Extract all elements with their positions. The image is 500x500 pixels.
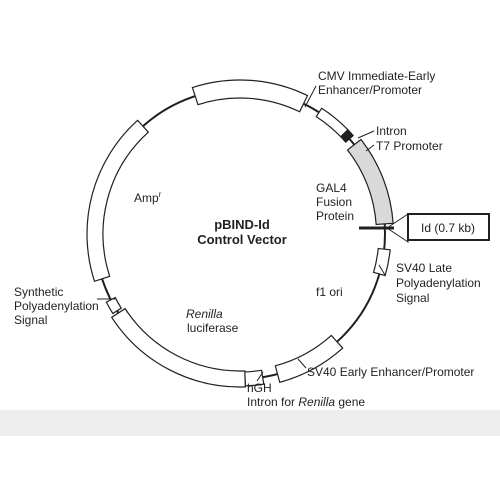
sv40late-leader [378, 264, 386, 276]
sv40late-label-line3: Signal [396, 291, 429, 305]
t7-label: T7 Promoter [376, 139, 443, 153]
t7-promoter-block [339, 128, 355, 143]
hgh-intron-label: Intron for Renilla gene [247, 395, 365, 409]
renilla-label-line2: luciferase [187, 321, 239, 335]
cmv-leader [304, 85, 317, 108]
plasmid-features [86, 79, 394, 388]
sv40late-label-line2: Polyadenylation [396, 276, 481, 290]
sv40-late-polya-block [372, 247, 391, 277]
synth-label-line3: Signal [14, 313, 47, 327]
t7-leader [365, 144, 375, 152]
cmv-label-line1: CMV Immediate-Early [318, 69, 435, 83]
id-box-label: Id (0.7 kb) [421, 221, 475, 235]
id-box [407, 213, 490, 241]
intron-leader [357, 130, 375, 139]
gal4-label-line3: Protein [316, 209, 354, 223]
amp-resistance-block [86, 119, 150, 283]
vector-title-line1: pBIND-Id [214, 217, 270, 232]
hgh-label: hGH [247, 381, 272, 395]
intron-label: Intron [376, 124, 407, 138]
vector-title-line2: Control Vector [197, 232, 287, 247]
gal4-fusion-block [346, 138, 394, 226]
intron-block [315, 107, 349, 138]
synth-label-line2: Polyadenylation [14, 299, 99, 313]
amp-label: Ampr [134, 190, 162, 205]
f1-ori-label: f1 ori [316, 285, 343, 299]
sv40early-label: SV40 Early Enhancer/Promoter [307, 365, 474, 379]
sv40-early-promoter-block [274, 334, 344, 384]
footer-band [0, 410, 500, 436]
cmv-promoter-block [191, 79, 309, 113]
synthetic-polya-block [105, 296, 123, 315]
sv40early-leader [297, 358, 307, 369]
gal4-label-line1: GAL4 [316, 181, 347, 195]
gal4-label-line2: Fusion [316, 195, 352, 209]
sv40late-label-line1: SV40 Late [396, 261, 452, 275]
synth-label-line1: Synthetic [14, 285, 63, 299]
renilla-luciferase-block [110, 307, 246, 388]
renilla-label-line1: Renilla [186, 307, 223, 321]
cmv-label-line2: Enhancer/Promoter [318, 83, 422, 97]
hgh-leader [256, 371, 264, 382]
